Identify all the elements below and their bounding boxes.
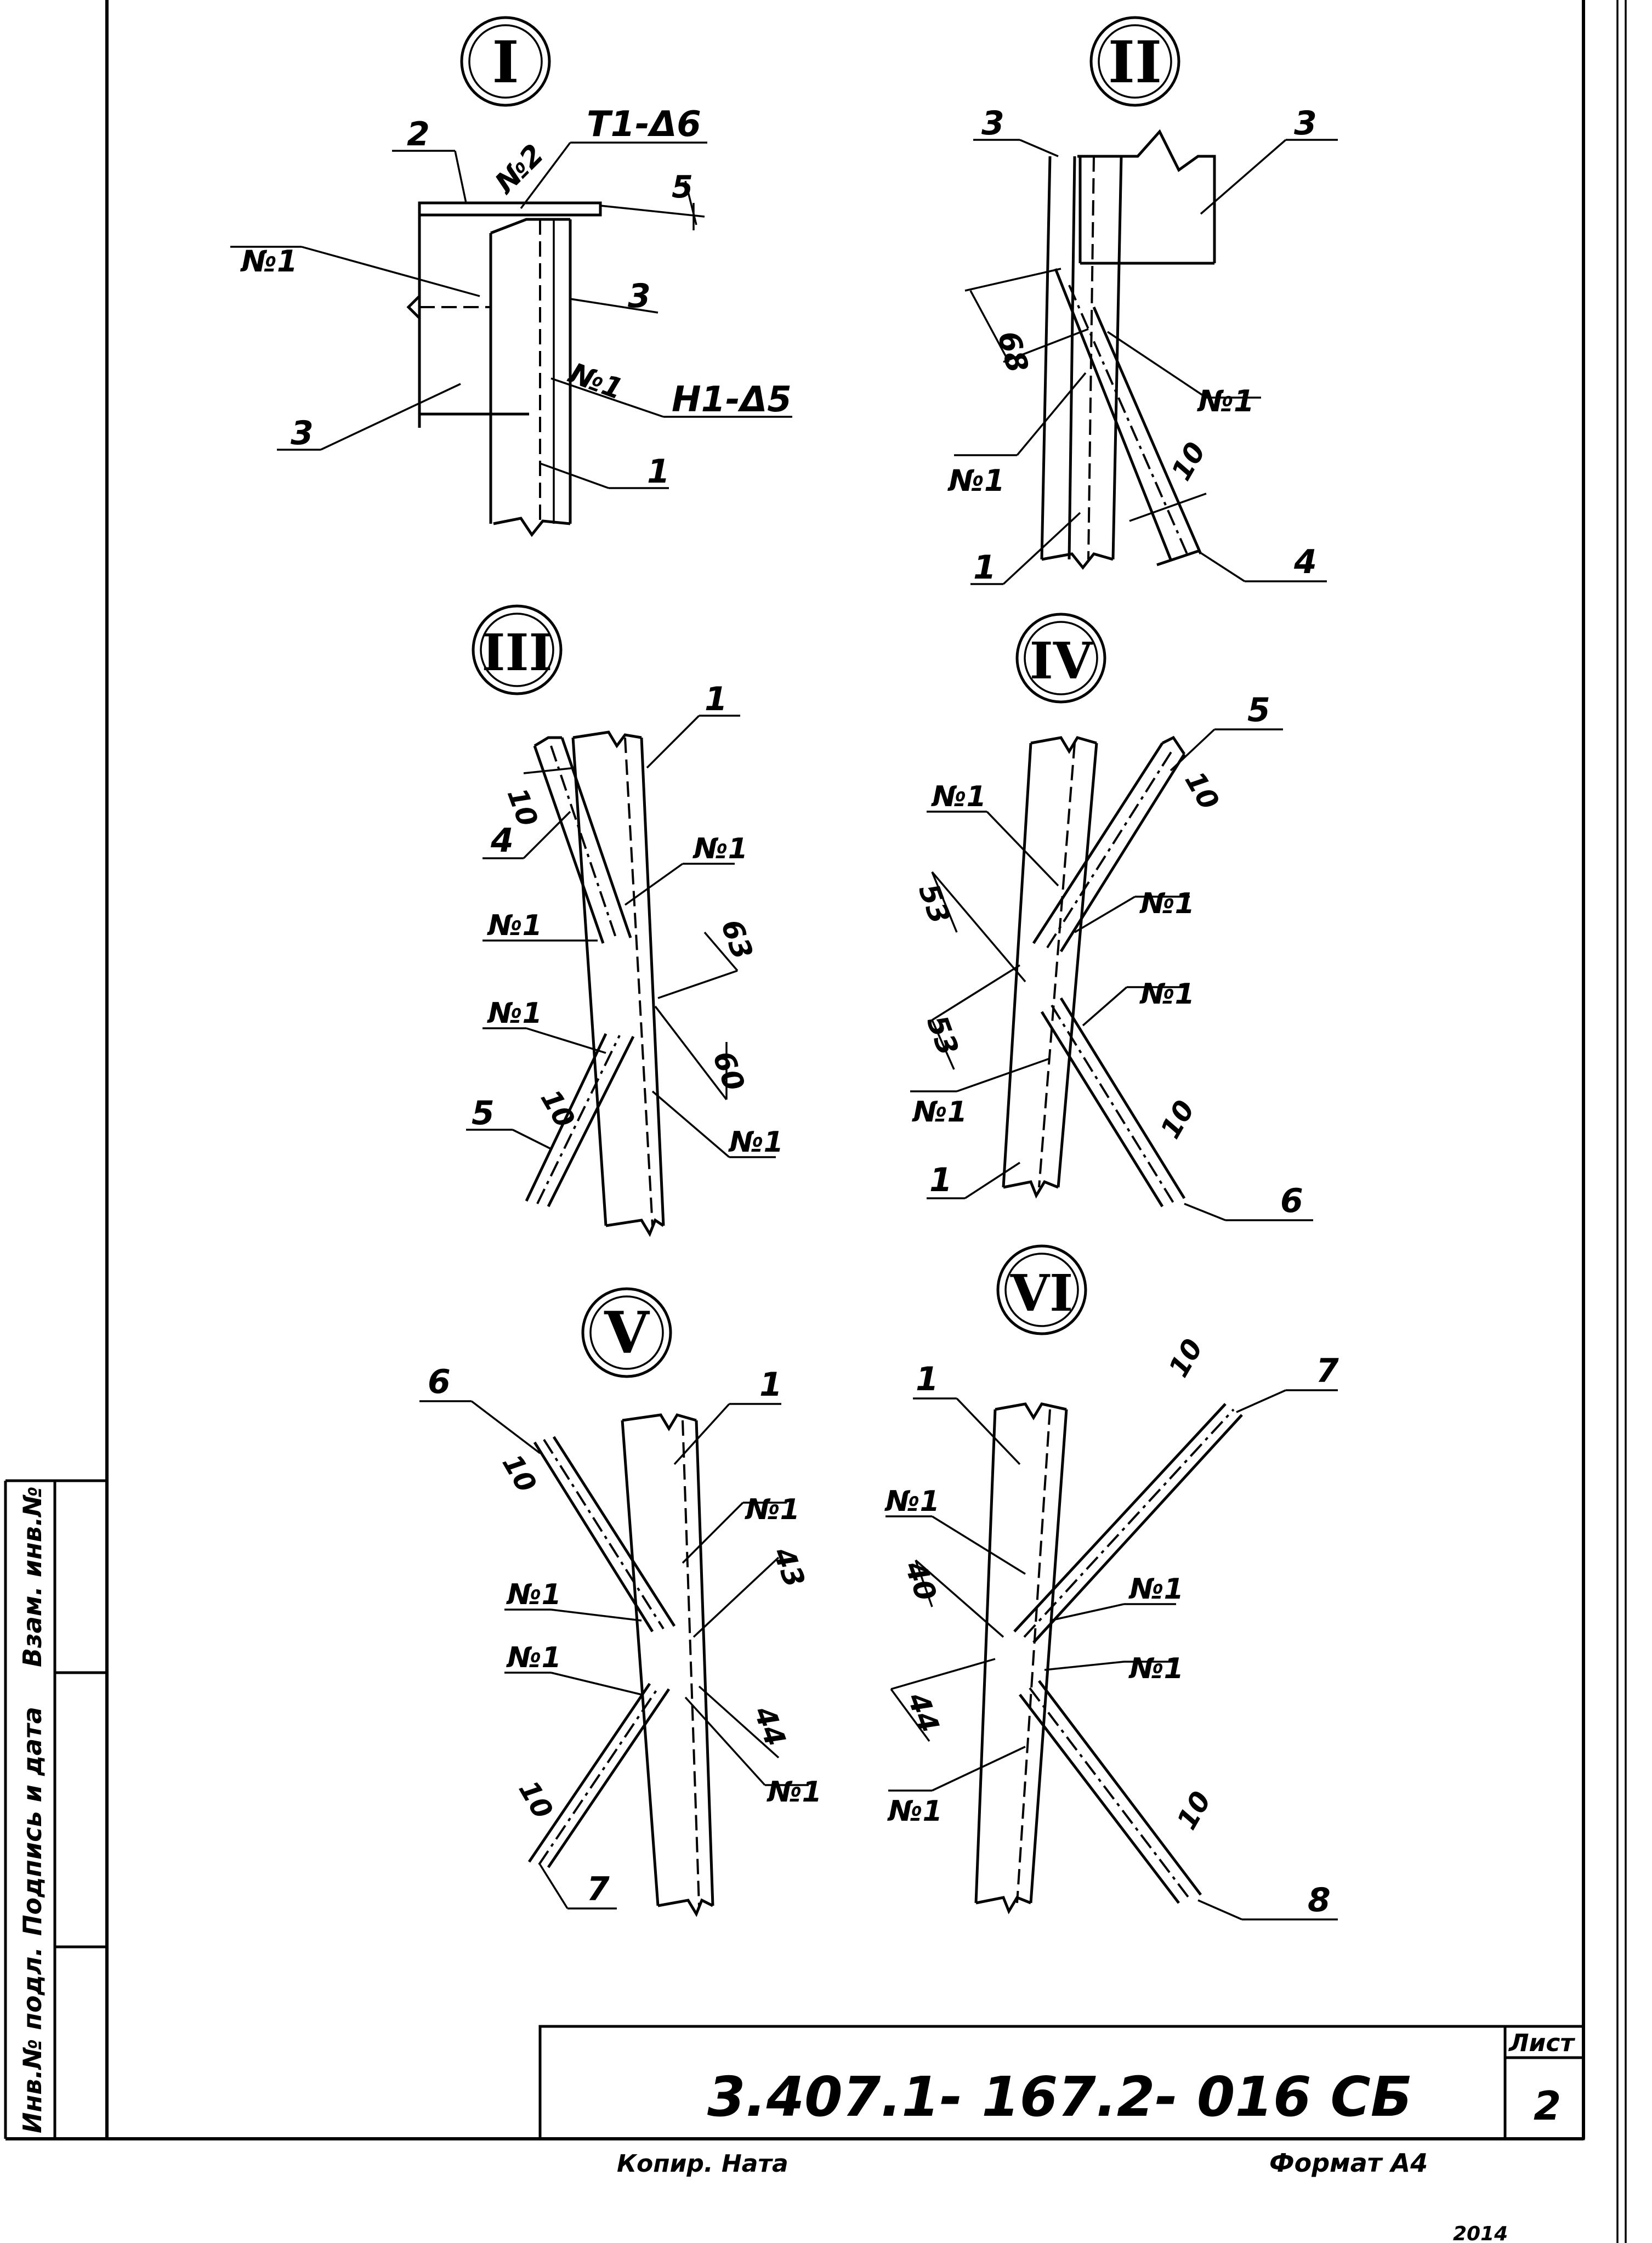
detail-VI-dim-10-top: 10 xyxy=(1162,1334,1209,1383)
detail-V-part-7: 7 xyxy=(587,1870,610,1908)
detail-IV-part-6: 6 xyxy=(1280,1182,1303,1220)
detail-VI-seam-mr: №1 xyxy=(1128,1573,1184,1606)
detail-VI-part-1: 1 xyxy=(916,1360,939,1398)
doc-number: 3.407.1- 167.2- 016 СБ xyxy=(707,2065,1412,2129)
detail-IV-dim-10-bot: 10 xyxy=(1154,1095,1201,1144)
detail-I-part-3-right: 3 xyxy=(628,277,651,315)
stamp-signature-date: Подпись и дата xyxy=(18,1707,47,1936)
detail-V-seam-br: №1 xyxy=(766,1776,822,1809)
detail-II-dim-10: 10 xyxy=(1165,437,1212,486)
detail-V-dim-44: 44 xyxy=(747,1702,791,1751)
detail-VI-part-7: 7 xyxy=(1316,1352,1339,1390)
detail-II-seam-left: №1 xyxy=(947,463,1005,498)
detail-I: I 5 T1-Δ6 №2 2 №1 3 xyxy=(230,16,792,537)
detail-IV-seam-tr: №1 xyxy=(1139,887,1195,920)
detail-I-part-2: 2 xyxy=(407,115,430,154)
detail-III-part-4: 4 xyxy=(490,822,514,860)
detail-III-dim-60: 60 xyxy=(706,1047,751,1096)
detail-III-seam-tr: №1 xyxy=(692,832,748,865)
detail-VI-dim-44: 44 xyxy=(900,1688,945,1737)
detail-III-numeral: III xyxy=(481,623,552,682)
detail-II-numeral: II xyxy=(1108,28,1162,96)
detail-V-seam-ml2: №1 xyxy=(506,1641,561,1674)
detail-I-numeral: I xyxy=(492,28,519,96)
detail-I-part-3-left: 3 xyxy=(291,414,314,452)
detail-I-seam-top: №2 xyxy=(488,138,550,201)
detail-II: II 3 3 68 №1 №1 xyxy=(947,16,1338,587)
corner-mark: 2014 xyxy=(1453,2223,1508,2243)
detail-V-dim-10-bot: 10 xyxy=(513,1775,559,1824)
detail-IV-seam-mr: №1 xyxy=(1139,978,1195,1011)
detail-VI: VI 1 7 10 №1 40 №1 №1 4 xyxy=(884,1244,1339,1921)
detail-V: V 6 1 10 №1 43 №1 №1 44 xyxy=(419,1287,822,1917)
detail-III-part-5: 5 xyxy=(472,1094,495,1132)
sheet-label: Лист xyxy=(1508,2029,1575,2057)
detail-II-part-4: 4 xyxy=(1293,543,1317,581)
detail-VI-seam-mr2: №1 xyxy=(1128,1652,1184,1685)
detail-IV-numeral: IV xyxy=(1030,631,1093,690)
detail-IV-seam-tl: №1 xyxy=(930,780,986,813)
detail-II-part-3-left: 3 xyxy=(981,104,1004,143)
detail-IV-dim-53-bot: 53 xyxy=(920,1011,964,1060)
detail-V-dim-43: 43 xyxy=(766,1543,810,1591)
detail-III-dim-10-bot: 10 xyxy=(535,1084,581,1133)
detail-V-part-6: 6 xyxy=(428,1363,451,1401)
detail-III-seam-tl: №1 xyxy=(486,909,542,942)
detail-VI-seam-tl: №1 xyxy=(884,1485,940,1518)
detail-III-seam-br: №1 xyxy=(728,1126,784,1159)
detail-I-part-1: 1 xyxy=(647,452,670,491)
detail-III-part-1: 1 xyxy=(705,680,728,718)
detail-III: III 10 1 4 №1 №1 63 60 xyxy=(466,604,784,1237)
detail-IV-part-5: 5 xyxy=(1247,691,1270,729)
title-block: 3.407.1- 167.2- 016 СБ Лист 2 xyxy=(538,2025,1585,2140)
detail-I-dim-5: 5 xyxy=(672,169,693,205)
side-stamp: Инв.№ подл. Подпись и дата Взам. инв.№ xyxy=(4,1479,107,2139)
detail-II-part-3-right: 3 xyxy=(1294,104,1317,143)
detail-VI-part-8: 8 xyxy=(1308,1881,1331,1919)
detail-II-seam-right: №1 xyxy=(1197,384,1254,418)
detail-II-part-1: 1 xyxy=(973,548,996,587)
detail-IV-dim-10-top: 10 xyxy=(1179,766,1225,815)
detail-VI-dim-10-bot: 10 xyxy=(1171,1786,1217,1835)
detail-I-weld-top: T1-Δ6 xyxy=(587,104,701,145)
stamp-replace-inv: Взам. инв.№ xyxy=(18,1486,47,1667)
detail-V-part-1: 1 xyxy=(759,1366,782,1404)
stamp-inv-number: Инв.№ подл. xyxy=(18,1947,47,2133)
detail-I-seam-left: №1 xyxy=(240,244,298,279)
detail-V-numeral: V xyxy=(604,1299,650,1367)
sheet-frame xyxy=(5,0,1627,2243)
detail-IV: IV 5 10 №1 53 №1 №1 53 xyxy=(910,613,1313,1221)
copied-by: Копир. Ната xyxy=(617,2150,788,2178)
detail-II-dim-68: 68 xyxy=(991,327,1035,376)
detail-V-seam-ml: №1 xyxy=(506,1578,561,1611)
detail-VI-dim-40: 40 xyxy=(898,1556,942,1605)
detail-IV-dim-53-top: 53 xyxy=(912,880,956,928)
detail-I-seam-right: №1 xyxy=(564,356,627,406)
sheet-number: 2 xyxy=(1534,2083,1561,2129)
detail-III-seam-ml: №1 xyxy=(486,997,542,1030)
detail-VI-numeral: VI xyxy=(1010,1264,1073,1323)
detail-I-weld-bottom: H1-Δ5 xyxy=(672,380,792,420)
detail-V-dim-10-top: 10 xyxy=(496,1449,543,1498)
sheet-format: Формат А4 xyxy=(1269,2148,1428,2178)
detail-III-dim-63: 63 xyxy=(714,915,759,964)
detail-V-seam-tr: №1 xyxy=(744,1493,800,1526)
detail-VI-seam-bl: №1 xyxy=(887,1795,943,1828)
detail-IV-seam-ml: №1 xyxy=(911,1096,967,1129)
detail-IV-part-1: 1 xyxy=(929,1161,952,1199)
